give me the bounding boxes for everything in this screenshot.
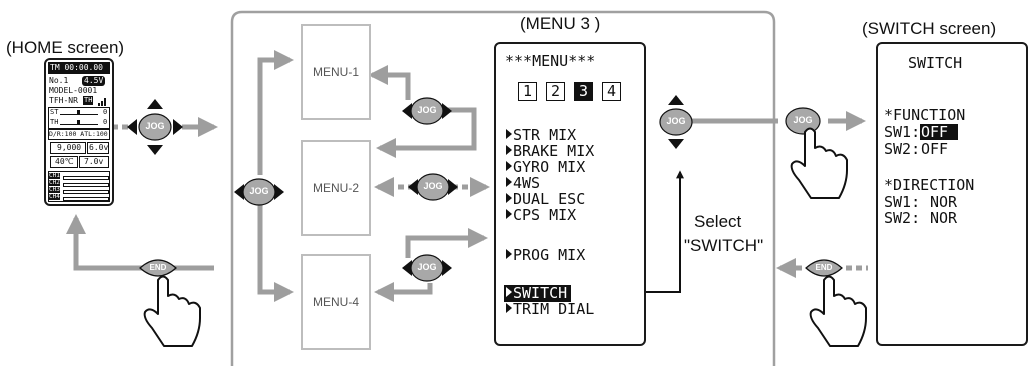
ch2-bar xyxy=(63,183,109,187)
switch-function-heading: *FUNCTION xyxy=(884,108,965,123)
menu-item-gyro-mix[interactable]: GYRO MIX xyxy=(506,160,585,175)
direction-sw1-label: SW1: xyxy=(884,195,920,210)
menu-4-label: MENU-4 xyxy=(313,295,359,309)
jog-label: JOG xyxy=(141,121,169,131)
ch3-bar xyxy=(63,190,109,194)
select-caption-line1: Select xyxy=(694,212,741,232)
menu-item-trim-dial[interactable]: TRIM DIAL xyxy=(506,302,594,317)
home-batt2: 7.0v xyxy=(84,158,103,166)
arrow-menu4-loop-out xyxy=(378,283,430,292)
switch-screen: SWITCH *FUNCTION SW1: OFF SW2: OFF *DIRE… xyxy=(876,42,1028,346)
menu-2-box[interactable]: MENU-2 xyxy=(301,140,371,236)
arrow-to-menu4 xyxy=(260,205,290,292)
signal-icon xyxy=(98,98,108,106)
menu-2-label: MENU-2 xyxy=(313,181,359,195)
switch-title: SWITCH xyxy=(908,56,962,71)
th-trim-marker xyxy=(77,120,80,124)
menu-item-dual-esc[interactable]: DUAL ESC xyxy=(506,192,585,207)
home-trim-st-value: 0 xyxy=(103,109,107,116)
home-screen-title: (HOME screen) xyxy=(6,38,124,58)
menu-item-prog-mix[interactable]: PROG MIX xyxy=(506,248,585,263)
home-trim-th-label: TH xyxy=(50,119,58,126)
direction-sw2-value[interactable]: NOR xyxy=(930,211,957,226)
home-trim-th-value: 0 xyxy=(103,119,107,126)
select-caption-line2: "SWITCH" xyxy=(684,236,763,256)
direction-sw2-label: SW2: xyxy=(884,211,920,226)
menu3-title: (MENU 3 ) xyxy=(520,14,600,34)
arrow-menu1-loop-in xyxy=(372,75,408,100)
hand-icon-home xyxy=(145,277,200,347)
home-timer: TM 00:00.00 xyxy=(50,64,103,72)
switch-sw1-value[interactable]: OFF xyxy=(920,124,958,140)
home-screen: TM 00:00.00 No.1 4.5V MODEL-0001 TFH-NR … xyxy=(44,58,114,206)
jog-label: JOG xyxy=(662,116,690,126)
ch4-bar xyxy=(63,197,109,201)
ch1-bar xyxy=(63,176,109,180)
switch-sw1-label: SW1: xyxy=(884,125,920,140)
menu-1-box[interactable]: MENU-1 xyxy=(301,24,371,120)
home-temp: 40℃ xyxy=(55,158,74,166)
home-trim-st-label: ST xyxy=(50,109,58,116)
menu-item-str-mix[interactable]: STR MIX xyxy=(506,128,576,143)
home-batt1: 6.0v xyxy=(89,144,108,152)
end-label: END xyxy=(810,263,838,272)
home-dr-atl: D/R:100 ATL:100 xyxy=(49,131,108,138)
hand-icon-jog xyxy=(792,129,847,199)
jog-label: JOG xyxy=(419,181,447,191)
select-pointer xyxy=(642,172,680,292)
arrow-end-to-home xyxy=(76,218,214,268)
home-rpm: 9,000 xyxy=(57,144,81,152)
menu-item-brake-mix[interactable]: BRAKE MIX xyxy=(506,144,594,159)
jog-label: JOG xyxy=(789,115,817,125)
hand-icon-switch xyxy=(811,277,866,347)
menu-item-4ws[interactable]: 4WS xyxy=(506,176,540,191)
home-type-badge: TH xyxy=(83,96,93,105)
arrow-menu4-loop-in xyxy=(408,238,484,258)
jog-label: JOG xyxy=(245,186,273,196)
home-model-type: TFH-NR xyxy=(49,97,78,105)
menu-4-box[interactable]: MENU-4 xyxy=(301,254,371,350)
menu-tab-2[interactable]: 2 xyxy=(546,82,565,101)
arrow-to-menu1 xyxy=(260,60,290,175)
menu-tab-1[interactable]: 1 xyxy=(518,82,537,101)
st-trim-marker xyxy=(77,110,80,114)
menu-item-cps-mix[interactable]: CPS MIX xyxy=(506,208,576,223)
home-model-name: MODEL-0001 xyxy=(49,87,97,95)
home-ch4: CH4 xyxy=(49,194,60,200)
home-model-no: No.1 xyxy=(49,77,68,85)
switch-screen-title: (SWITCH screen) xyxy=(862,19,996,39)
jog-label: JOG xyxy=(413,105,441,115)
switch-sw2-label: SW2: xyxy=(884,142,920,157)
switch-direction-heading: *DIRECTION xyxy=(884,178,974,193)
th-trim-bar xyxy=(60,124,98,125)
home-voltage-badge: 4.5V xyxy=(82,76,105,86)
menu3-screen: ***MENU*** 1 2 3 4 STR MIX BRAKE MIX GYR… xyxy=(494,42,646,346)
menu-tab-3[interactable]: 3 xyxy=(574,82,593,101)
switch-sw2-value[interactable]: OFF xyxy=(921,142,948,157)
direction-sw1-value[interactable]: NOR xyxy=(930,195,957,210)
end-label: END xyxy=(144,263,172,272)
menu-tab-4[interactable]: 4 xyxy=(602,82,621,101)
menu3-header: ***MENU*** xyxy=(505,54,595,69)
menu-1-label: MENU-1 xyxy=(313,65,359,79)
st-trim-bar xyxy=(60,114,98,115)
jog-label: JOG xyxy=(413,262,441,272)
